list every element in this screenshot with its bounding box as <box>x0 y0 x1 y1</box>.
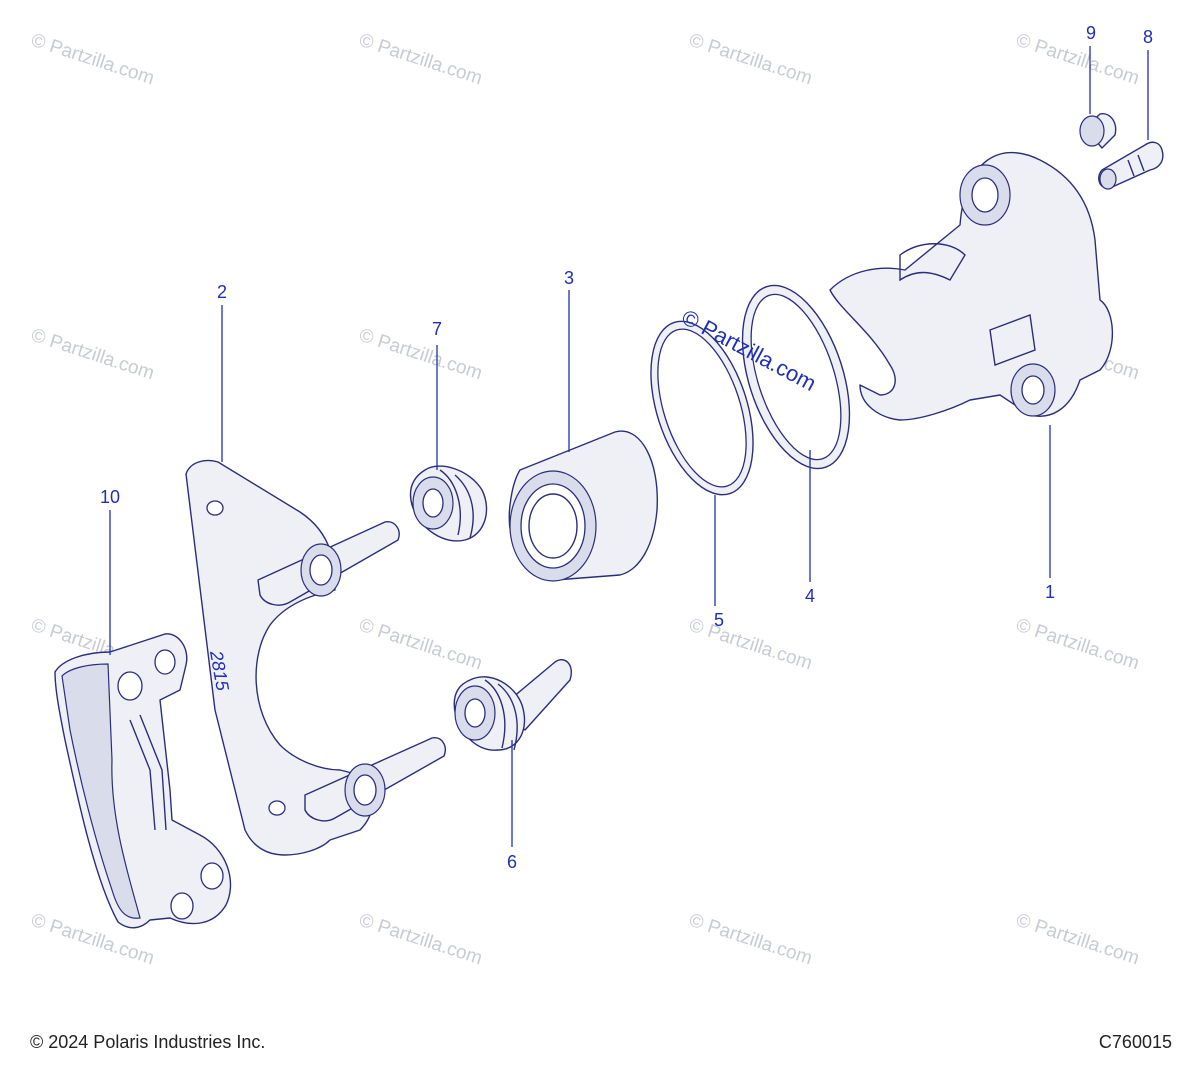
watermark-text: © Partzilla.com <box>686 615 814 675</box>
watermark-text: © Partzilla.com <box>686 30 814 90</box>
watermark-text: © Partzilla.com <box>1013 910 1141 970</box>
callout-6: 6 <box>507 852 517 872</box>
watermark-text: © Partzilla.com <box>356 30 484 90</box>
watermark-text: © Partzilla.com <box>356 615 484 675</box>
slide-pin-boot-lower-part[interactable] <box>453 659 572 751</box>
seal-small-part[interactable] <box>631 308 772 507</box>
bleeder-screw-part[interactable] <box>1098 141 1164 190</box>
watermark-text: © Partzilla.com <box>1013 615 1141 675</box>
copyright-text: © 2024 Polaris Industries Inc. <box>30 1032 266 1052</box>
callout-3: 3 <box>564 268 574 288</box>
piston-part[interactable] <box>508 430 658 582</box>
callout-1: 1 <box>1045 582 1055 602</box>
watermark-text: © Partzilla.com <box>28 30 156 90</box>
callout-9: 9 <box>1086 23 1096 43</box>
watermark-text: © Partzilla.com <box>356 325 484 385</box>
seal-large-part[interactable] <box>722 272 870 482</box>
slide-pin-boot-upper-part[interactable] <box>409 465 488 542</box>
callout-5: 5 <box>714 610 724 630</box>
callout-4: 4 <box>805 586 815 606</box>
callout-10: 10 <box>100 487 120 507</box>
bleeder-cap-part[interactable] <box>1079 113 1117 149</box>
callout-7: 7 <box>432 319 442 339</box>
callout-2: 2 <box>217 282 227 302</box>
watermark-text: © Partzilla.com <box>28 325 156 385</box>
caliper-bracket-part[interactable]: 2815 <box>185 459 446 856</box>
caliper-body-part[interactable] <box>829 151 1114 421</box>
leader-lines <box>109 46 1149 847</box>
watermark-text: © Partzilla.com <box>686 910 814 970</box>
diagram-code: C760015 <box>1098 1032 1172 1052</box>
callout-labels: 1 2 3 4 5 6 7 8 9 10 <box>100 23 1153 872</box>
callout-8: 8 <box>1143 27 1153 47</box>
watermark-text: © Partzilla.com <box>356 910 484 970</box>
brake-pad-part[interactable] <box>54 633 232 929</box>
watermark-text: © Partzilla.com <box>1013 30 1141 90</box>
